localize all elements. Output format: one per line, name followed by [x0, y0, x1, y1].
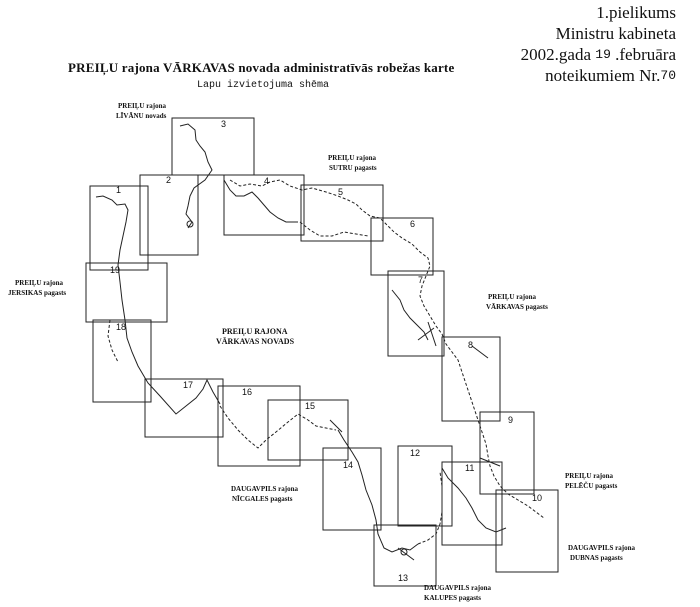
sheet-17: [144, 378, 224, 438]
sheet-number-4: 4: [264, 176, 269, 186]
annex-line-4: noteikumiem Nr.70: [521, 65, 676, 86]
neighbor-livanu: PREIĻU rajona LĪVĀNU novads: [116, 102, 167, 120]
neighbor-pelecu-line1: PREIĻU rajona: [565, 472, 614, 480]
sheet-number-1: 1: [116, 185, 121, 195]
sheet-number-19: 19: [110, 265, 120, 275]
sheet-4: [223, 174, 305, 236]
sheet-number-17: 17: [183, 380, 193, 390]
sheet-9: [479, 411, 535, 495]
sheet-frames: [85, 117, 559, 587]
sheet-number-9: 9: [508, 415, 513, 425]
neighbor-dubnas-line1: DAUGAVPILS rajona: [568, 544, 635, 552]
sheet-number-18: 18: [116, 322, 126, 332]
sheet-number-11: 11: [465, 463, 474, 473]
annex-line-2: Ministru kabineta: [555, 24, 676, 43]
neighbor-niccales-line1: DAUGAVPILS rajona: [231, 485, 298, 493]
sheet-8: [441, 336, 501, 422]
center-label: PREIĻU RAJONA VĀRKAVAS NOVADS: [216, 327, 295, 346]
sheet-number-13: 13: [398, 573, 408, 583]
sheet-number-15: 15: [305, 401, 315, 411]
center-label-line1: PREIĻU RAJONA: [222, 327, 288, 337]
sheet-numbers: 1 2 3 4 5 6 7 8 9 10 11 12 13 14 15 16 1…: [110, 119, 542, 583]
annex-date-suffix: .februāra: [615, 45, 676, 64]
neighbor-niccales-line2: NĪCGALES pagasts: [232, 495, 293, 503]
annex-header: 1.pielikums Ministru kabineta 2002.gada …: [521, 2, 676, 86]
boundary-dashed: [107, 179, 545, 545]
map-title: PREIĻU rajona VĀRKAVAS novada administra…: [68, 60, 455, 75]
sheet-number-3: 3: [221, 119, 226, 129]
neighbor-labels: PREIĻU rajona LĪVĀNU novads PREIĻU rajon…: [8, 102, 635, 602]
neighbor-sutru-line2: SUTRU pagasts: [329, 164, 377, 172]
sheet-number-8: 8: [468, 340, 473, 350]
neighbor-varkavas: PREIĻU rajona VĀRKAVAS pagasts: [486, 293, 548, 311]
neighbor-livanu-line2: LĪVĀNU novads: [116, 112, 167, 120]
neighbor-sutru: PREIĻU rajona SUTRU pagasts: [328, 154, 377, 172]
sheet-12: [397, 445, 453, 527]
boundary-solid: [95, 123, 507, 553]
neighbor-kalupes: DAUGAVPILS rajona KALUPES pagasts: [424, 584, 491, 602]
sheet-13: [373, 524, 437, 587]
neighbor-jersikas-line1: PREIĻU rajona: [15, 279, 64, 287]
neighbor-jersikas-line2: JERSIKAS pagasts: [8, 289, 66, 297]
sheet-19: [85, 262, 168, 323]
annex-date-prefix: 2002.gada: [520, 45, 592, 64]
neighbor-pelecu-line2: PELĒČU pagasts: [565, 482, 618, 490]
sheet-number-5: 5: [338, 187, 343, 197]
sheet-number-6: 6: [410, 219, 415, 229]
sheet-number-16: 16: [242, 387, 252, 397]
neighbor-kalupes-line2: KALUPES pagasts: [424, 594, 481, 602]
neighbor-varkavas-line1: PREIĻU rajona: [488, 293, 537, 301]
tick-marks: [186, 220, 501, 561]
sheet-6: [370, 217, 434, 276]
sheet-number-10: 10: [532, 493, 542, 503]
neighbor-pelecu: PREIĻU rajona PELĒČU pagasts: [565, 472, 618, 490]
neighbor-dubnas-line2: DUBNAS pagasts: [570, 554, 623, 562]
sheet-7: [387, 270, 445, 357]
sheet-number-2: 2: [166, 175, 171, 185]
annex-line-1: 1.pielikums: [596, 3, 676, 22]
neighbor-dubnas: DAUGAVPILS rajona DUBNAS pagasts: [568, 544, 635, 562]
neighbor-jersikas: PREIĻU rajona JERSIKAS pagasts: [8, 279, 66, 297]
annex-line-3: 2002.gada 19 .februāra: [521, 44, 676, 65]
neighbor-livanu-line1: PREIĻU rajona: [118, 102, 167, 110]
sheet-18: [92, 319, 152, 403]
sheet-2: [139, 174, 199, 256]
sheet-16: [217, 385, 301, 467]
sheet-5: [300, 184, 384, 242]
sheet-number-7: 7: [418, 275, 423, 285]
sheet-number-14: 14: [343, 460, 353, 470]
neighbor-niccales: DAUGAVPILS rajona NĪCGALES pagasts: [231, 485, 298, 503]
annex-regulation-prefix: noteikumiem Nr.: [545, 66, 661, 85]
neighbor-kalupes-line1: DAUGAVPILS rajona: [424, 584, 491, 592]
sheet-number-12: 12: [410, 448, 420, 458]
sheet-14: [322, 447, 382, 531]
sheet-3: [171, 117, 255, 176]
annex-day: 19: [595, 47, 611, 62]
neighbor-varkavas-line2: VĀRKAVAS pagasts: [486, 303, 548, 311]
map-subtitle: Lapu izvietojuma shēma: [197, 80, 330, 91]
sheet-10: [495, 489, 559, 573]
center-label-line2: VĀRKAVAS NOVADS: [216, 337, 295, 346]
sheet-15: [267, 399, 349, 461]
neighbor-sutru-line1: PREIĻU rajona: [328, 154, 377, 162]
annex-regulation-number: 70: [660, 68, 676, 83]
